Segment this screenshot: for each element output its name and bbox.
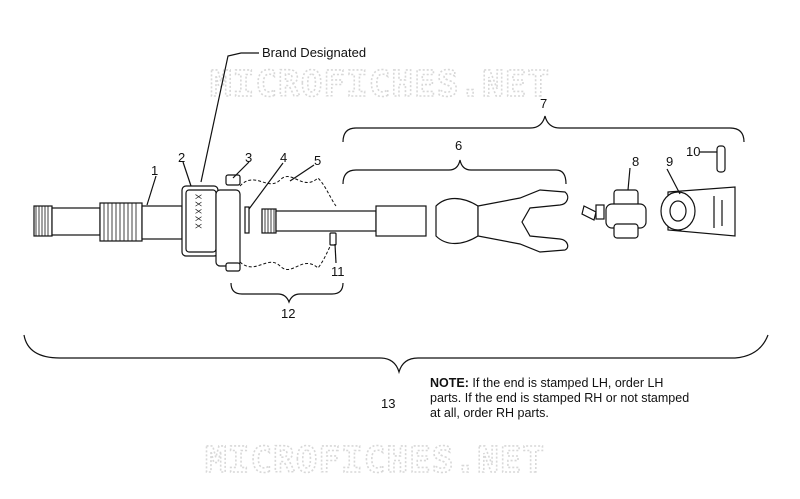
leader-4 <box>248 162 284 210</box>
callout-6: 6 <box>455 138 462 153</box>
leader-3 <box>232 161 250 179</box>
leader-9 <box>666 168 681 195</box>
callout-9: 9 <box>666 154 673 169</box>
bracket-6 <box>342 159 567 185</box>
part-3-boot-clamp-lower <box>225 262 241 272</box>
leader-8 <box>627 167 631 191</box>
callout-10: 10 <box>686 144 700 159</box>
part-10-roll-pin <box>716 145 726 173</box>
leader-2 <box>182 161 192 187</box>
callout-8: 8 <box>632 154 639 169</box>
part-9-yoke <box>660 186 736 237</box>
brand-designated-label: Brand Designated <box>262 45 366 60</box>
callout-7: 7 <box>540 96 547 111</box>
watermark-bottom: MICROFICHES.NET <box>205 440 545 481</box>
part-4-snap-ring <box>244 206 250 234</box>
brand-marking: XXXXX <box>194 194 203 231</box>
watermark-top: MICROFICHES.NET <box>210 64 550 105</box>
bracket-7 <box>342 115 745 143</box>
part-8-u-joint-cross <box>581 189 647 239</box>
leader-5 <box>289 164 315 182</box>
bracket-13 <box>23 334 769 375</box>
callout-11: 11 <box>331 264 345 279</box>
callout-4: 4 <box>280 150 287 165</box>
bracket-12 <box>230 282 344 304</box>
callout-3: 3 <box>245 150 252 165</box>
part-6-shaft-yoke <box>261 189 569 253</box>
ordering-note: NOTE: If the end is stamped LH, order LH… <box>430 376 690 421</box>
leader-1 <box>146 175 157 206</box>
part-3-boot-clamp <box>225 174 241 186</box>
note-heading: NOTE: <box>430 376 469 390</box>
part-11-inner-clamp <box>329 232 337 246</box>
part-5-boot <box>239 176 337 270</box>
callout-2: 2 <box>178 150 185 165</box>
brand-leader-line <box>200 52 259 183</box>
callout-12: 12 <box>281 306 295 321</box>
part-1-stub-shaft <box>33 202 183 242</box>
callout-13: 13 <box>381 396 395 411</box>
part-2-cv-housing: XXXXX <box>181 185 241 267</box>
leader-11 <box>334 243 337 264</box>
note-body: If the end is stamped LH, order LH parts… <box>430 376 690 420</box>
callout-1: 1 <box>151 163 158 178</box>
callout-5: 5 <box>314 153 321 168</box>
